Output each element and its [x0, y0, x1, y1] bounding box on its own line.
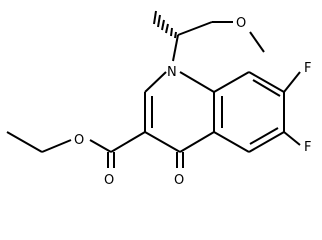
bond-ch2-ch3 [6, 131, 43, 153]
ester-oxygen-label: O [74, 133, 84, 148]
bond-c8b-c8a [213, 71, 250, 93]
fluorine-upper-label: F [304, 61, 311, 76]
ring-oxygen-label: O [236, 16, 246, 31]
chemical-structure: N O O O O F F [6, 10, 311, 188]
bond-o-c8a [249, 31, 265, 53]
bond-c8a-c9 [248, 71, 285, 93]
bond-c10-c11-inner [249, 127, 279, 145]
carbonyl-oxygen-label: O [104, 173, 114, 188]
fluorine-lower-label: F [304, 140, 311, 155]
bond-c9-f [283, 71, 301, 93]
bond-c3-c2 [177, 21, 213, 36]
bond-n-c3 [172, 34, 179, 62]
nitrogen-atom-label: N [167, 65, 177, 80]
ketone-oxygen-label: O [174, 173, 184, 188]
bond-c8a-c9-inner [252, 79, 281, 97]
bond-n-c8b [179, 71, 215, 93]
bond-c10-f [283, 131, 301, 146]
bond-o-ch2 [41, 139, 72, 153]
bond-c7-c7a [179, 131, 215, 153]
bond-c10-c11 [248, 131, 285, 153]
bond-carbonyl-o-single [89, 139, 112, 153]
bond-c11-c7a [213, 131, 250, 153]
bond-c6-c7 [144, 131, 181, 153]
bond-c6-c-carbonyl [110, 131, 146, 153]
bond-n-c5 [144, 71, 167, 93]
methyl-hashed-wedge [153, 10, 177, 39]
